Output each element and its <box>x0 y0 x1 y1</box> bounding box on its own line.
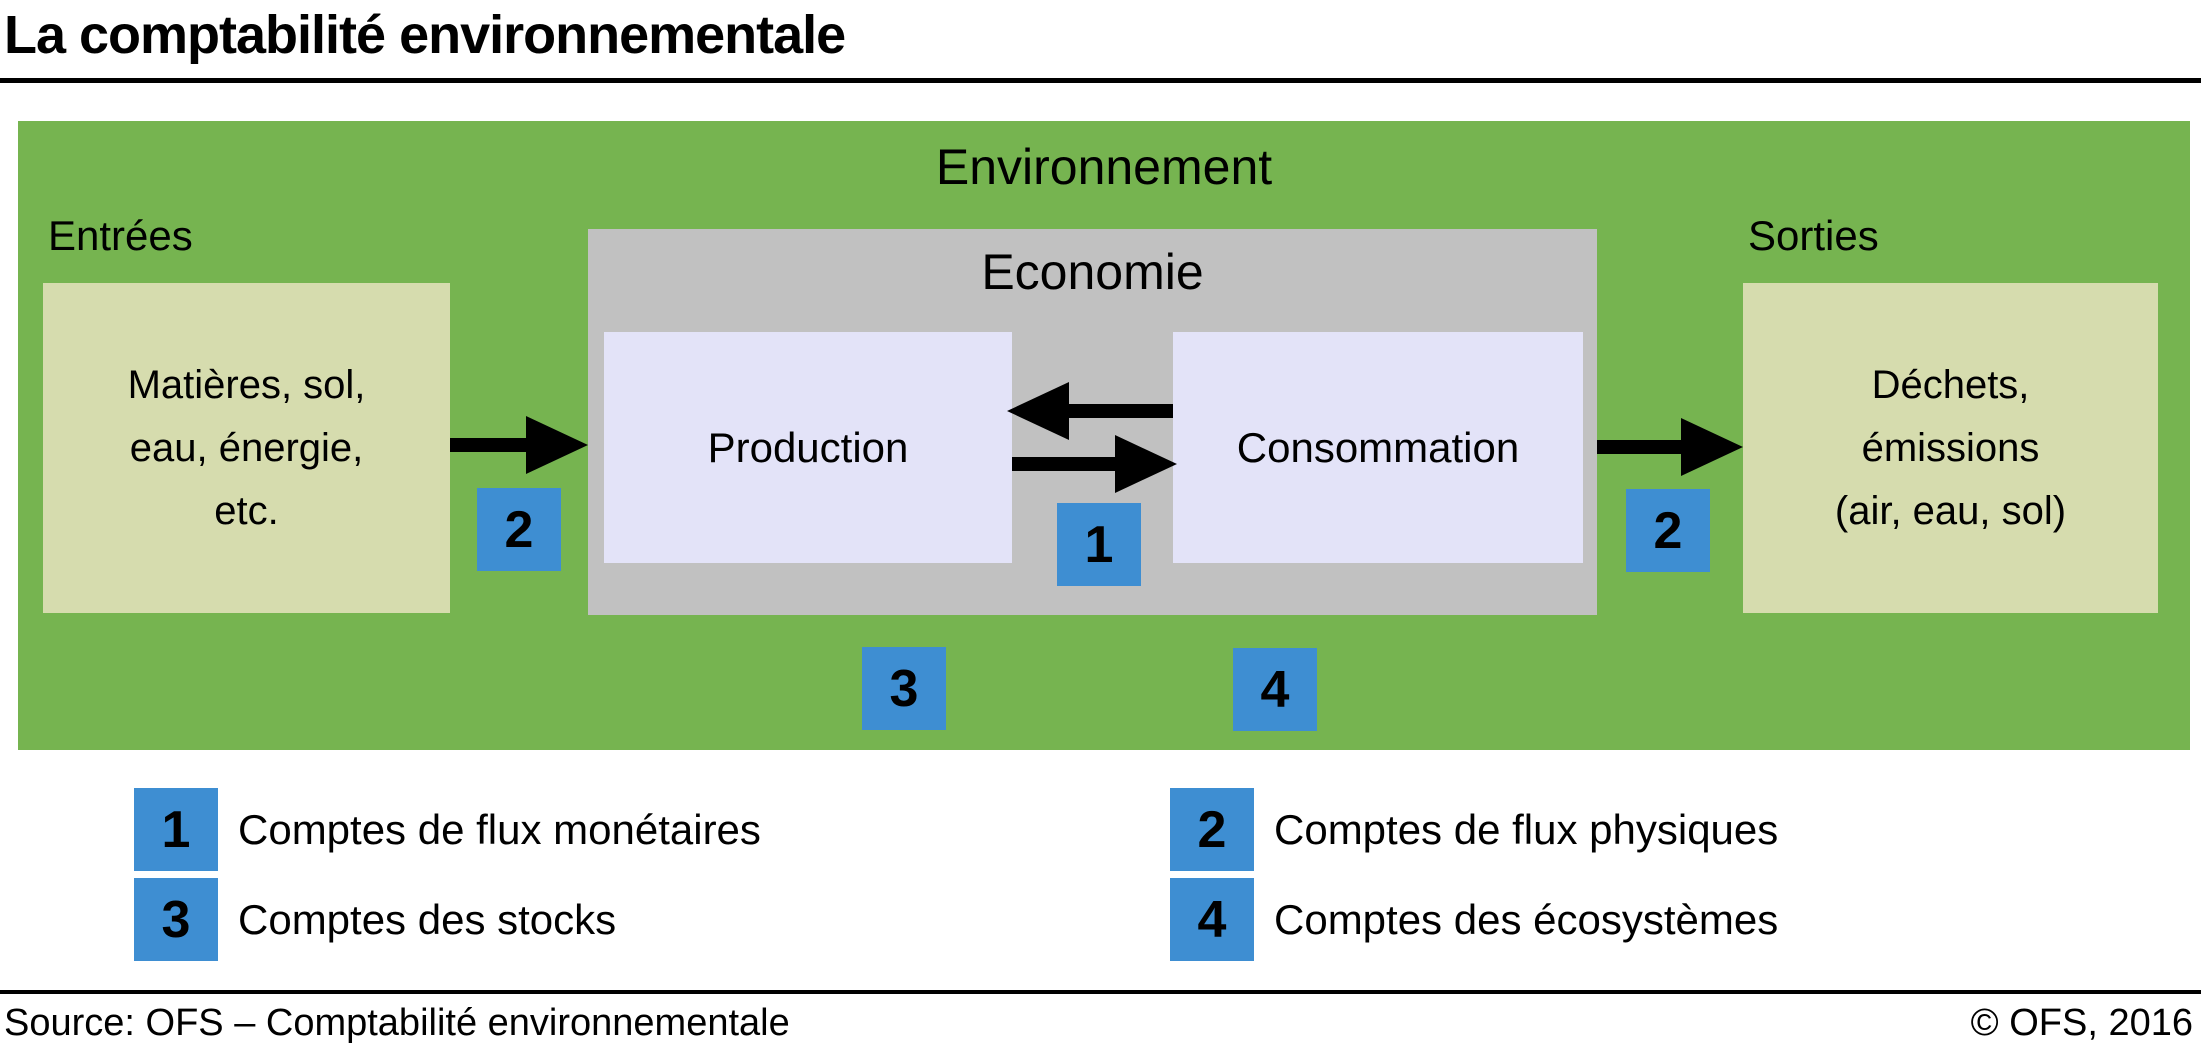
production-label: Production <box>707 423 909 471</box>
arrow-head-icon <box>526 416 588 474</box>
outputs-box-line: Déchets, <box>1871 362 2030 407</box>
badge-monetary-flow: 1 <box>1057 503 1141 586</box>
arrow-shaft <box>1597 440 1681 454</box>
inputs-box-line: etc. <box>214 488 279 533</box>
arrow-head-icon <box>1115 435 1177 493</box>
legend-badge: 3 <box>134 878 218 961</box>
legend-item-ecosystems: 4 Comptes des écosystèmes <box>1170 878 1778 961</box>
arrow-head-icon <box>1007 382 1069 440</box>
arrow-consumption-to-outputs-icon <box>1597 418 1743 476</box>
outputs-box: Déchets, émissions (air, eau, sol) <box>1743 283 2158 613</box>
title-divider <box>0 78 2201 83</box>
legend-label: Comptes des stocks <box>238 895 617 943</box>
legend-badge: 4 <box>1170 878 1254 961</box>
badge-physical-flow-left: 2 <box>477 488 561 571</box>
legend-label: Comptes de flux physiques <box>1274 805 1779 853</box>
environment-label: Environnement <box>935 139 1273 195</box>
inputs-box-line: eau, énergie, <box>129 425 364 470</box>
legend-item-stocks: 3 Comptes des stocks <box>134 878 616 961</box>
outputs-box-line: (air, eau, sol) <box>1834 488 2067 533</box>
badge-stocks: 3 <box>862 647 946 730</box>
production-box: Production <box>604 332 1012 563</box>
footer-copyright: © OFS, 2016 <box>1970 1002 2193 1044</box>
arrow-inputs-to-production-icon <box>450 416 588 474</box>
inputs-label: Entrées <box>48 212 193 259</box>
outputs-box-line: émissions <box>1861 425 2040 470</box>
arrow-consumption-to-production-icon <box>1007 382 1173 440</box>
consumption-box: Consommation <box>1173 332 1583 563</box>
legend-badge: 2 <box>1170 788 1254 871</box>
footer-source: Source: OFS – Comptabilité environnement… <box>4 1002 790 1044</box>
badge-ecosystems: 4 <box>1233 648 1317 731</box>
legend-label: Comptes de flux monétaires <box>238 805 761 853</box>
legend-item-physical: 2 Comptes de flux physiques <box>1170 788 1778 871</box>
arrow-shaft <box>1012 457 1115 471</box>
inputs-box: Matières, sol, eau, énergie, etc. <box>43 283 450 613</box>
arrow-head-icon <box>1681 418 1743 476</box>
legend-badge: 1 <box>134 788 218 871</box>
outputs-label: Sorties <box>1748 212 1879 259</box>
consumption-label: Consommation <box>1236 423 1520 471</box>
footer-divider <box>0 990 2201 994</box>
economy-label: Economie <box>981 244 1204 300</box>
arrow-production-to-consumption-icon <box>1012 435 1177 493</box>
legend-item-monetary: 1 Comptes de flux monétaires <box>134 788 761 871</box>
page-title: La comptabilité environnementale <box>4 5 846 65</box>
arrow-shaft <box>450 438 526 452</box>
arrow-shaft <box>1069 404 1173 418</box>
inputs-box-line: Matières, sol, <box>127 362 366 407</box>
badge-physical-flow-right: 2 <box>1626 489 1710 572</box>
legend-label: Comptes des écosystèmes <box>1274 895 1779 943</box>
